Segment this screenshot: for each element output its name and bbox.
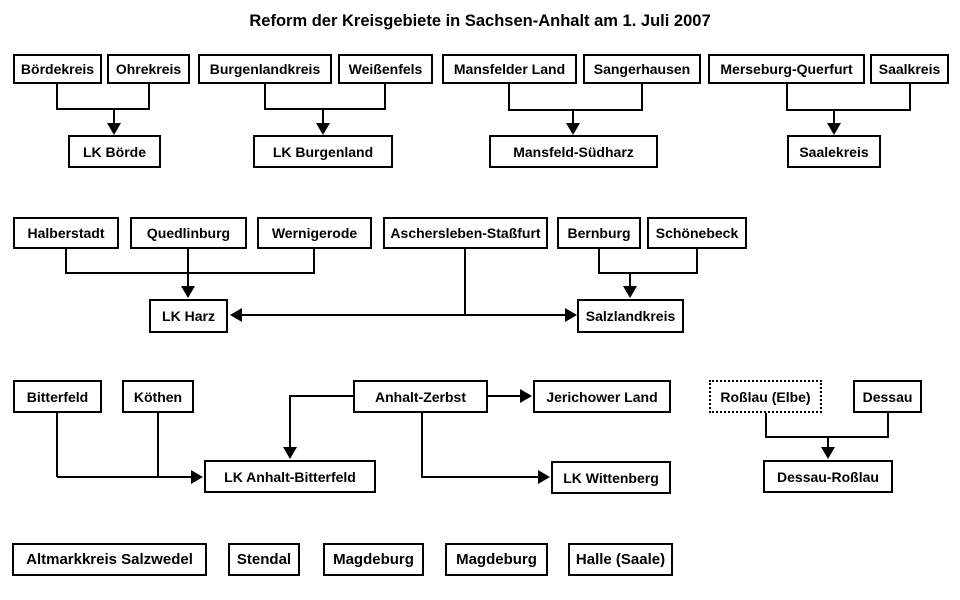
node-label: LK Anhalt-Bitterfeld (224, 468, 356, 485)
node-schoenebeck: Schönebeck (647, 217, 747, 249)
node-label: Magdeburg (456, 551, 537, 568)
node-lk-boerde: LK Börde (68, 135, 161, 168)
node-label: Ohrekreis (115, 61, 182, 77)
node-label: LK Burgenland (272, 143, 374, 160)
node-label: Jerichower Land (546, 388, 658, 405)
node-label: Merseburg-Querfurt (720, 61, 853, 77)
node-quedlinburg: Quedlinburg (130, 217, 247, 249)
node-bernburg: Bernburg (557, 217, 641, 249)
node-label: Anhalt-Zerbst (375, 388, 466, 405)
node-ohrekreis: Ohrekreis (107, 54, 190, 84)
node-jerichower-land: Jerichower Land (533, 380, 671, 413)
node-label: Mansfeld-Südharz (513, 143, 634, 160)
node-label: Quedlinburg (146, 225, 231, 241)
node-label: Aschersleben-Staßfurt (390, 225, 541, 241)
node-stendal: Stendal (228, 543, 300, 576)
node-merseburg-querfurt: Merseburg-Querfurt (708, 54, 865, 84)
node-magdeburg-2: Magdeburg (445, 543, 548, 576)
node-lk-anhalt-bitterfeld: LK Anhalt-Bitterfeld (204, 460, 376, 493)
node-dessau: Dessau (853, 380, 922, 413)
node-salzlandkreis: Salzlandkreis (577, 299, 684, 333)
node-label: Halberstadt (27, 225, 105, 241)
node-altmarkkreis-salzwedel: Altmarkkreis Salzwedel (12, 543, 207, 576)
node-koethen: Köthen (122, 380, 194, 413)
node-label: Saalekreis (799, 143, 869, 160)
node-magdeburg-1: Magdeburg (323, 543, 424, 576)
node-dessau-rosslau: Dessau-Roßlau (763, 460, 893, 493)
node-label: Sangerhausen (593, 61, 691, 77)
node-label: Roßlau (Elbe) (720, 388, 811, 405)
node-aschersleben-stassfurt: Aschersleben-Staßfurt (383, 217, 548, 249)
node-rosslau-elbe: Roßlau (Elbe) (709, 380, 822, 413)
node-mansfeld-suedharz: Mansfeld-Südharz (489, 135, 658, 168)
node-label: Halle (Saale) (575, 551, 666, 568)
node-label: Burgenlandkreis (209, 61, 321, 77)
node-weissenfels: Weißenfels (338, 54, 433, 84)
node-mansfelder-land: Mansfelder Land (442, 54, 577, 84)
node-label: LK Harz (162, 308, 215, 324)
node-label: Köthen (133, 388, 183, 405)
node-boerdekreis: Bördekreis (13, 54, 102, 84)
node-lk-wittenberg: LK Wittenberg (551, 461, 671, 494)
node-label: Saalkreis (878, 61, 941, 77)
node-label: Weißenfels (348, 61, 423, 77)
node-bitterfeld: Bitterfeld (13, 380, 102, 413)
node-label: Wernigerode (271, 225, 358, 241)
node-burgenlandkreis: Burgenlandkreis (198, 54, 332, 84)
node-label: Bitterfeld (26, 388, 89, 405)
node-label: LK Wittenberg (563, 469, 659, 486)
diagram-title: Reform der Kreisgebiete in Sachsen-Anhal… (249, 12, 711, 30)
node-label: Altmarkkreis Salzwedel (26, 551, 193, 568)
node-label: Bernburg (567, 225, 631, 241)
node-wernigerode: Wernigerode (257, 217, 372, 249)
node-label: Bördekreis (20, 61, 95, 77)
node-label: Dessau-Roßlau (777, 468, 879, 485)
node-label: Dessau (862, 388, 913, 405)
node-anhalt-zerbst: Anhalt-Zerbst (353, 380, 488, 413)
node-sangerhausen: Sangerhausen (583, 54, 701, 84)
node-saalkreis: Saalkreis (870, 54, 949, 84)
node-label: Salzlandkreis (585, 308, 676, 324)
node-label: LK Börde (83, 143, 146, 160)
node-label: Stendal (236, 551, 292, 568)
node-saalekreis: Saalekreis (787, 135, 881, 168)
node-lk-harz: LK Harz (149, 299, 228, 333)
node-label: Mansfelder Land (453, 61, 566, 77)
node-halle-saale: Halle (Saale) (568, 543, 673, 576)
node-label: Magdeburg (333, 551, 414, 568)
node-label: Schönebeck (655, 225, 739, 241)
node-lk-burgenland: LK Burgenland (253, 135, 393, 168)
node-halberstadt: Halberstadt (13, 217, 119, 249)
